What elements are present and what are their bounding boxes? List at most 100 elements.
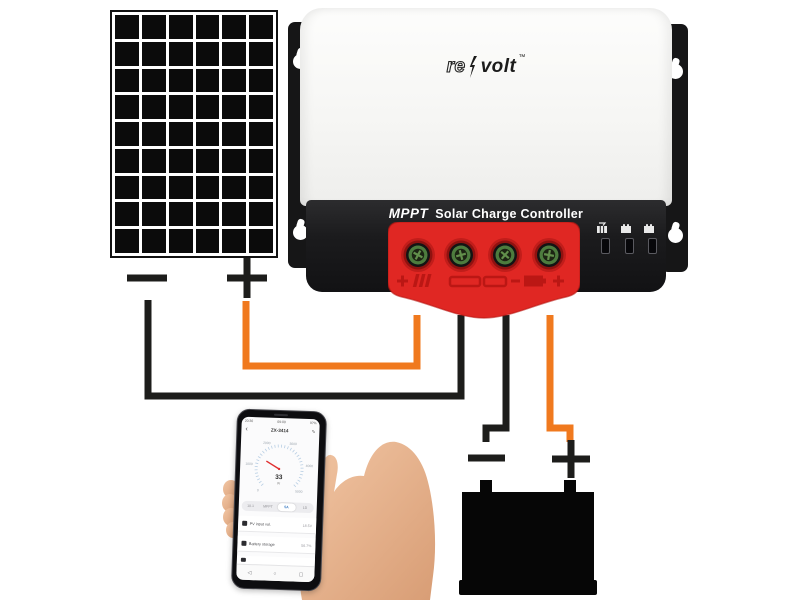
gauge-value: 33 <box>275 474 283 481</box>
solar-cell <box>249 229 273 253</box>
gauge-tick-label: 3000 <box>289 442 297 446</box>
controller-body <box>300 8 672 206</box>
tab-1[interactable]: 10.1 <box>247 503 254 509</box>
solar-cell <box>168 202 193 227</box>
solar-cell <box>222 148 247 173</box>
battery-icon <box>241 540 247 546</box>
gauge-needle <box>265 460 280 470</box>
list-item[interactable]: Battery storage 56.7% <box>237 535 316 555</box>
solar-cell <box>222 41 247 66</box>
solar-cell <box>195 175 220 200</box>
wire-pv-plus <box>242 301 421 370</box>
solar-cell <box>249 175 273 200</box>
status-left: 20:30 <box>244 418 254 424</box>
solar-cell <box>168 68 193 93</box>
solar-cell <box>195 95 220 120</box>
solar-cell <box>141 95 166 120</box>
wire-battery-minus <box>482 315 510 442</box>
status-right: 97% <box>309 421 317 426</box>
solar-cell <box>115 95 139 120</box>
solar-plus-symbol <box>227 258 267 298</box>
list-item[interactable]: PV input vol. 18.5V <box>237 515 317 535</box>
mppt-label: MPPT <box>388 206 429 221</box>
solar-cell <box>115 202 139 227</box>
status-icons <box>597 222 654 233</box>
screw-terminals <box>401 238 566 272</box>
tab-3-selected[interactable]: 5A <box>277 502 296 512</box>
solar-cell <box>222 229 247 253</box>
solar-cell <box>195 41 220 66</box>
nav-back-icon[interactable]: ◁ <box>247 569 252 577</box>
gauge-tick-label: 0 <box>257 488 259 492</box>
solar-panel-grid <box>115 15 273 253</box>
solar-cell <box>115 68 139 93</box>
wire-battery-plus <box>546 315 574 442</box>
edit-button[interactable]: ✎ <box>311 428 316 434</box>
solar-cell <box>249 122 273 146</box>
back-button[interactable]: ‹ <box>245 425 248 433</box>
solar-cell <box>249 68 273 93</box>
gauge-tick-label: 2000 <box>263 441 271 445</box>
pv-icon <box>242 520 247 526</box>
solar-cell <box>168 15 193 39</box>
controller-label: MPPT Solar Charge Controller <box>306 205 666 223</box>
terminal-block <box>388 222 580 319</box>
solar-cell <box>249 15 273 39</box>
list-item-label: Battery storage <box>248 541 275 547</box>
solar-cell <box>249 95 273 120</box>
nav-home-icon[interactable]: ○ <box>273 570 277 577</box>
product-label: Solar Charge Controller <box>435 207 584 221</box>
solar-cell <box>115 15 139 39</box>
brand-volt: volt <box>480 56 517 77</box>
gauge-tick-label: 5000 <box>295 490 303 494</box>
solar-cell <box>195 148 220 173</box>
list-item-value: 18.5V <box>302 523 313 528</box>
solar-cell <box>168 122 193 146</box>
solar-cell <box>141 148 166 173</box>
list-item-label: PV input vol. <box>249 521 272 527</box>
solar-cell <box>115 148 139 173</box>
gauge-unit: W <box>277 481 281 485</box>
solar-panel <box>110 10 278 258</box>
solar-cell <box>141 68 166 93</box>
screw-hole-icon <box>293 225 308 240</box>
tab-4[interactable]: 1D <box>302 505 308 510</box>
solar-cell <box>222 15 247 39</box>
solar-cell <box>115 175 139 200</box>
solar-cell <box>249 202 273 227</box>
solar-cell <box>141 229 166 253</box>
solar-cell <box>222 95 247 120</box>
solar-cell <box>222 175 247 200</box>
solar-cell <box>195 15 220 39</box>
tab-2[interactable]: MPPT <box>263 504 273 509</box>
load-led <box>648 238 657 254</box>
lightning-bolt-icon <box>469 56 477 78</box>
solar-cell <box>168 95 193 120</box>
trademark: ™ <box>518 54 526 61</box>
wire-pv-minus <box>144 300 465 400</box>
solar-cell <box>222 122 247 146</box>
solar-cell <box>141 15 166 39</box>
pv-status-icon <box>597 222 607 233</box>
load-status-icon <box>644 224 654 233</box>
battery-plus-symbol <box>552 440 590 478</box>
list-item-value: 56.7% <box>301 543 312 548</box>
screw-hole-icon <box>668 228 683 243</box>
solar-cell <box>141 122 166 146</box>
solar-cell <box>115 229 139 253</box>
nav-recents-icon[interactable]: ▢ <box>298 571 304 578</box>
gauge-tick-label: 4000 <box>306 464 314 468</box>
phone-speaker <box>273 413 289 416</box>
solar-cell <box>115 41 139 66</box>
solar-cell <box>195 122 220 146</box>
battery-led <box>625 238 634 254</box>
solar-cell <box>141 175 166 200</box>
brand-logo: re volt ™ <box>300 50 672 84</box>
phone-nav-bar: ◁ ○ ▢ <box>236 563 315 583</box>
solar-cell <box>222 68 247 93</box>
